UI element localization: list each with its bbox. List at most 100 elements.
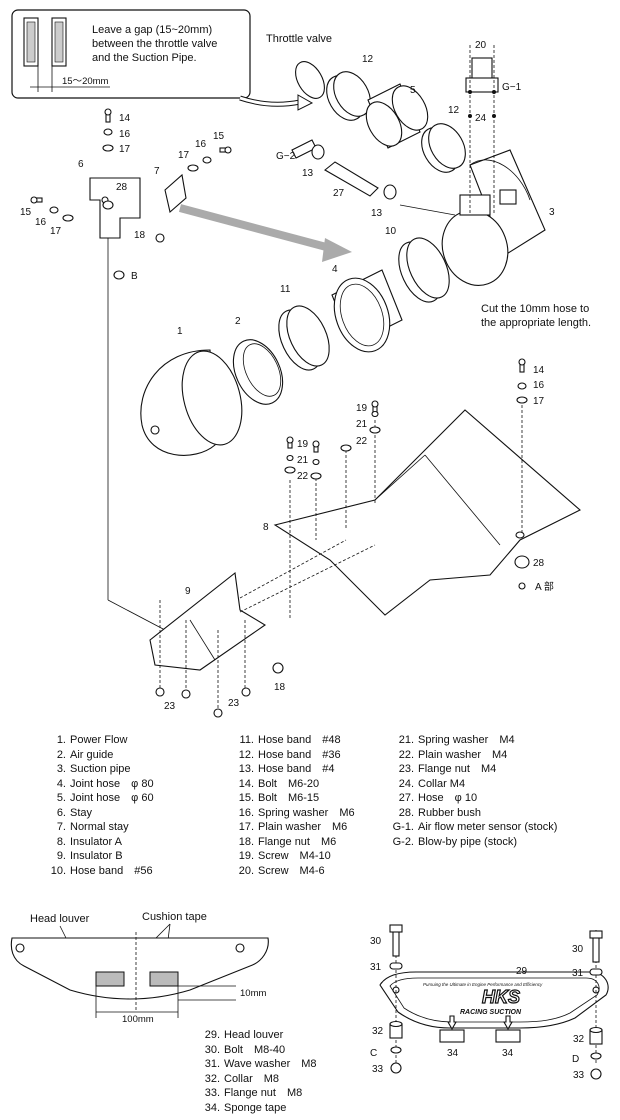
part-number: 14. [238, 777, 254, 790]
note-line-3: and the Suction Pipe. [92, 52, 197, 64]
svg-text:14: 14 [533, 365, 545, 376]
svg-text:31: 31 [370, 962, 382, 973]
part-list-item: 21.Spring washer M4 [384, 733, 557, 748]
svg-text:G−2: G−2 [276, 151, 296, 162]
svg-text:21: 21 [356, 419, 368, 430]
svg-text:3: 3 [549, 207, 555, 218]
part-number: 13. [238, 763, 254, 775]
part-name: Rubber bush [418, 806, 481, 819]
part-number: 32. [204, 1072, 220, 1085]
part-name: Plain washer M6 [258, 821, 348, 833]
part-name: Head louver [224, 1029, 284, 1041]
svg-text:16: 16 [35, 217, 47, 228]
part-list-item: 13.Hose band #4 [226, 762, 355, 777]
fasteners-insulator [155, 358, 528, 718]
part-name: Normal stay [70, 821, 129, 833]
part-list-item: 6. Stay [38, 806, 154, 821]
part-list-item: 19.Screw M4-10 [226, 849, 355, 864]
part-list-item: 17. Plain washer M6 [226, 820, 355, 835]
hks-logo: HKS [482, 987, 520, 1007]
part-number: 10. [50, 864, 66, 877]
svg-text:28: 28 [116, 182, 128, 193]
part-list-item: 10. Hose band #56 [38, 864, 154, 879]
part-name: Blow-by pipe (stock) [418, 835, 518, 848]
part-name: Hose φ 10 [418, 792, 478, 804]
part-number: 28. [398, 806, 414, 819]
part-name: Air flow meter sensor (stock) [418, 821, 558, 833]
svg-text:13: 13 [302, 168, 314, 179]
svg-text:18: 18 [134, 230, 146, 241]
part-number: 6. [56, 806, 66, 819]
svg-text:A 部: A 部 [535, 580, 554, 593]
svg-text:17: 17 [119, 144, 131, 155]
cushion-tape-label: Cushion tape [142, 911, 207, 923]
tagline: Pursuing the Ultimate in Engine Performa… [423, 982, 543, 987]
part-list-item: 9.Insulator B [38, 849, 154, 864]
head-louver-label: Head louver [30, 913, 90, 925]
part-name: Bolt M6-15 [258, 792, 320, 804]
part-name: Hose band #56 [70, 864, 153, 877]
svg-text:9: 9 [185, 586, 191, 597]
part-list-item: 29. Head louver [192, 1028, 317, 1043]
part-name: Joint hose φ 80 [70, 777, 154, 790]
part-number: 4. [56, 777, 66, 790]
part-name: Stay [70, 806, 93, 819]
part-name: Insulator B [70, 850, 123, 862]
part-number: 24. [398, 777, 414, 790]
part-number: 16. [238, 806, 254, 819]
svg-text:34: 34 [502, 1048, 514, 1059]
part-list-item: 2.Air guide [38, 748, 154, 763]
svg-text:22: 22 [356, 436, 368, 447]
svg-text:28: 28 [533, 558, 545, 569]
part-list-item: 7.Normal stay [38, 820, 154, 835]
part-number: G-1. [392, 821, 414, 833]
part-name: Screw M4-10 [258, 850, 331, 862]
svg-text:7: 7 [154, 166, 160, 177]
part-number: 5. [56, 792, 66, 804]
svg-text:24: 24 [475, 113, 487, 124]
part-number: 29. [204, 1029, 220, 1041]
part-list-item: 8.Insulator A [38, 835, 154, 850]
svg-text:C: C [370, 1048, 377, 1059]
note-line-1: Leave a gap (15~20mm) [92, 24, 212, 36]
part-number: 20. [238, 864, 254, 877]
svg-text:B: B [131, 271, 138, 282]
svg-text:1: 1 [177, 326, 183, 337]
hose-note-line-1: Cut the 10mm hose to [481, 303, 589, 315]
part-name: Collar M4 [418, 777, 466, 790]
part-number: 34. [204, 1101, 220, 1114]
svg-text:17: 17 [50, 226, 62, 237]
part-list-item: G-1. Air flow meter sensor (stock) [384, 820, 558, 835]
svg-text:16: 16 [119, 129, 131, 140]
part-number: 17. [238, 821, 254, 833]
svg-text:4: 4 [332, 264, 338, 275]
svg-text:30: 30 [572, 944, 584, 955]
svg-text:19: 19 [297, 439, 309, 450]
svg-text:23: 23 [228, 698, 240, 709]
svg-text:10: 10 [385, 226, 397, 237]
part-list-item: 28. Rubber bush [384, 806, 557, 821]
part-list-item: 23.Flange nut M4 [384, 762, 557, 777]
svg-text:22: 22 [297, 471, 309, 482]
dimension-10mm: 10mm [240, 988, 266, 999]
part-list-item: 5. Joint hose φ 60 [38, 791, 154, 806]
svg-text:11: 11 [280, 284, 291, 295]
part-number: 21. [398, 734, 414, 746]
part-name: Air guide [70, 748, 114, 761]
svg-text:33: 33 [573, 1070, 585, 1081]
part-name: Hose band #48 [258, 734, 341, 746]
hose-note-line-2: the appropriate length. [481, 317, 591, 329]
part-name: Suction pipe [70, 763, 131, 775]
svg-text:D: D [572, 1054, 579, 1065]
throttle-valve-label: Throttle valve [266, 33, 332, 45]
svg-text:12: 12 [362, 54, 374, 65]
gap-dimension: 15～20mm [62, 76, 109, 87]
part-number: 18. [238, 835, 254, 848]
part-list-item: 12.Hose band #36 [226, 748, 355, 763]
svg-text:18: 18 [274, 682, 286, 693]
part-name: Flange nut M8 [224, 1087, 303, 1099]
part-number: 33. [204, 1087, 220, 1099]
part-name: Joint hose φ 60 [70, 792, 154, 804]
part-number: 8. [56, 835, 66, 848]
